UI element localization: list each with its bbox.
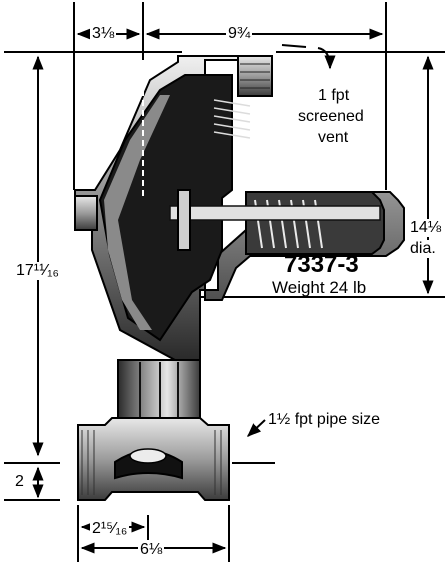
side-port	[74, 195, 98, 231]
vent-callout-line2: screened	[298, 108, 364, 125]
vent-callout-line1: 1 fpt	[318, 87, 350, 104]
dim-center-to-face: 2¹⁵⁄₁₆	[90, 520, 130, 538]
vent-spring	[213, 99, 251, 139]
product-weight: Weight 24 lb	[272, 278, 367, 297]
dim-face-to-face: 6⅛	[138, 541, 165, 559]
dim-top-right: 9¾	[226, 25, 253, 43]
dim-top-left: 3⅛	[90, 25, 117, 43]
vent-boss	[237, 55, 273, 97]
adjusting-stem	[169, 205, 381, 221]
spring-coils	[254, 199, 323, 249]
dim-overall-height: 17¹¹⁄₁₆	[14, 262, 61, 280]
housing-inner-wall	[104, 95, 170, 330]
diaphragm-plate	[177, 189, 191, 251]
dim-body-height: 2	[13, 473, 26, 491]
regulator-body	[74, 55, 405, 501]
pipe-size-callout: 1½ fpt pipe size	[268, 411, 381, 428]
vent-callout-line3: vent	[318, 129, 349, 146]
model-number: 7337-3	[284, 251, 359, 278]
pipe-threads	[81, 430, 222, 495]
dim-diameter-value: 14⅛	[408, 219, 444, 237]
dim-diameter-unit: dia.	[408, 240, 438, 258]
